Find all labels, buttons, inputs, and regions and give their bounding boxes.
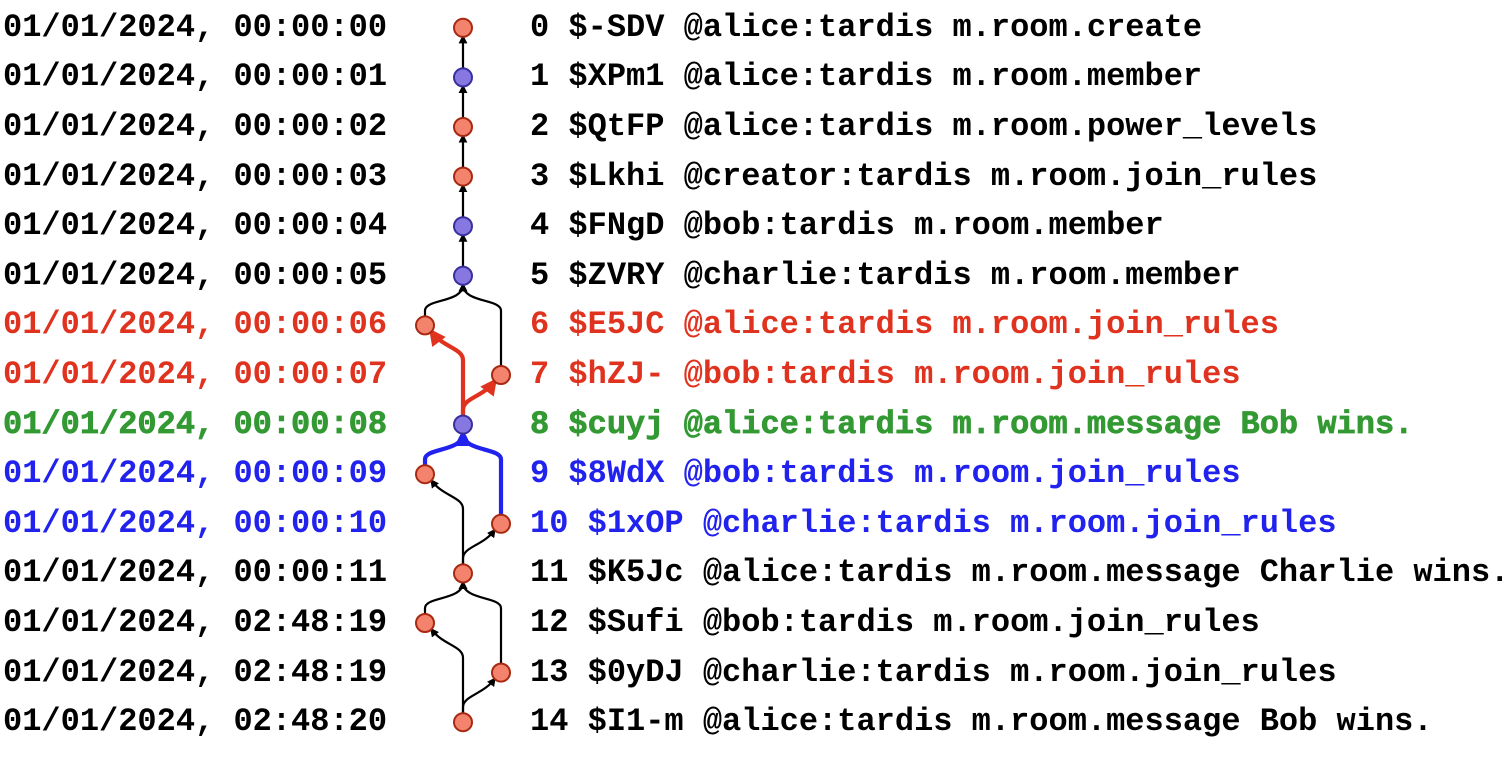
event-label: 10 $1xOP @charlie:tardis m.room.join_rul… [530,504,1337,542]
event-label: 9 $8WdX @bob:tardis m.room.join_rules [530,455,1241,493]
event-label: 5 $ZVRY @charlie:tardis m.room.member [530,256,1241,294]
event-label: 3 $Lkhi @creator:tardis m.room.join_rule… [530,157,1318,195]
event-row: 01/01/2024, 02:48:19 12 $Sufi @bob:tardi… [0,598,1512,648]
event-label: 6 $E5JC @alice:tardis m.room.join_rules [530,306,1279,344]
event-label: 1 $XPm1 @alice:tardis m.room.member [530,58,1203,96]
event-timestamp: 01/01/2024, 00:00:03 [3,157,388,195]
event-timestamp: 01/01/2024, 00:00:11 [3,554,388,592]
event-timestamp: 01/01/2024, 00:00:10 [3,504,388,542]
event-label: 13 $0yDJ @charlie:tardis m.room.join_rul… [530,653,1337,691]
event-row: 01/01/2024, 00:00:10 10 $1xOP @charlie:t… [0,499,1512,549]
event-row: 01/01/2024, 00:00:11 11 $K5Jc @alice:tar… [0,549,1512,599]
event-timestamp: 01/01/2024, 00:00:08 [3,405,388,443]
event-label: 11 $K5Jc @alice:tardis m.room.message Ch… [530,554,1510,592]
event-timestamp: 01/01/2024, 00:00:07 [3,355,388,393]
event-row: 01/01/2024, 00:00:09 9 $8WdX @bob:tardis… [0,449,1512,499]
event-row: 01/01/2024, 00:00:08 8 $cuyj @alice:tard… [0,400,1512,450]
event-label: 8 $cuyj @alice:tardis m.room.message Bob… [530,405,1414,443]
event-row: 01/01/2024, 02:48:20 14 $I1-m @alice:tar… [0,697,1512,747]
event-timestamp: 01/01/2024, 02:48:19 [3,653,388,691]
event-timestamp: 01/01/2024, 00:00:04 [3,207,388,245]
event-row: 01/01/2024, 00:00:04 4 $FNgD @bob:tardis… [0,201,1512,251]
event-timestamp: 01/01/2024, 00:00:05 [3,256,388,294]
event-timestamp: 01/01/2024, 00:00:00 [3,8,388,46]
event-timestamp: 01/01/2024, 02:48:19 [3,603,388,641]
event-row: 01/01/2024, 00:00:02 2 $QtFP @alice:tard… [0,102,1512,152]
event-timestamp: 01/01/2024, 00:00:02 [3,107,388,145]
event-label: 7 $hZJ- @bob:tardis m.room.join_rules [530,355,1241,393]
event-timestamp: 01/01/2024, 00:00:09 [3,455,388,493]
event-row: 01/01/2024, 00:00:06 6 $E5JC @alice:tard… [0,301,1512,351]
event-timestamp: 01/01/2024, 00:00:01 [3,58,388,96]
event-row: 01/01/2024, 00:00:03 3 $Lkhi @creator:ta… [0,152,1512,202]
event-row: 01/01/2024, 00:00:07 7 $hZJ- @bob:tardis… [0,350,1512,400]
event-row: 01/01/2024, 00:00:01 1 $XPm1 @alice:tard… [0,53,1512,103]
event-row-list: 01/01/2024, 00:00:00 0 $-SDV @alice:tard… [0,3,1512,747]
event-label: 0 $-SDV @alice:tardis m.room.create [530,8,1203,46]
event-row: 01/01/2024, 00:00:05 5 $ZVRY @charlie:ta… [0,251,1512,301]
event-label: 4 $FNgD @bob:tardis m.room.member [530,207,1164,245]
event-label: 2 $QtFP @alice:tardis m.room.power_level… [530,107,1318,145]
event-label: 12 $Sufi @bob:tardis m.room.join_rules [530,603,1260,641]
event-row: 01/01/2024, 02:48:19 13 $0yDJ @charlie:t… [0,648,1512,698]
event-label: 14 $I1-m @alice:tardis m.room.message Bo… [530,703,1433,741]
event-timestamp: 01/01/2024, 02:48:20 [3,703,388,741]
event-row: 01/01/2024, 00:00:00 0 $-SDV @alice:tard… [0,3,1512,53]
event-timestamp: 01/01/2024, 00:00:06 [3,306,388,344]
